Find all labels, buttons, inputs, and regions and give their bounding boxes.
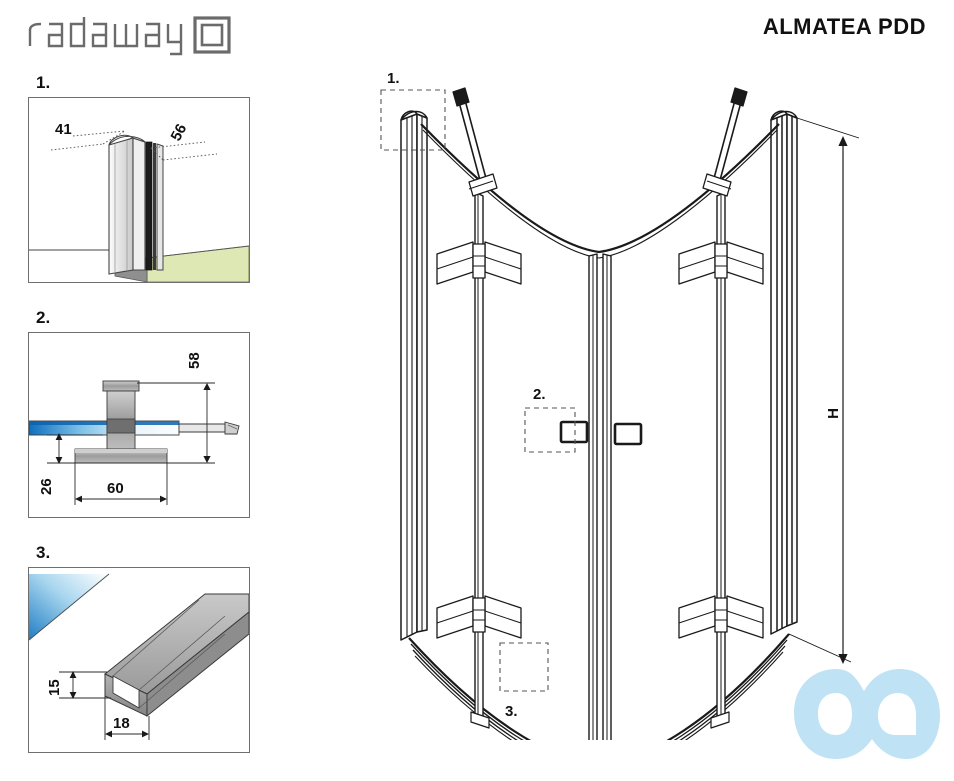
height-dimension-label: H xyxy=(824,408,842,419)
dimension-15: 15 xyxy=(46,679,63,696)
co-watermark-icon xyxy=(792,661,942,773)
dimension-18: 18 xyxy=(113,715,130,732)
callout-box-3 xyxy=(499,642,549,692)
callout-label-2: 2. xyxy=(533,386,546,403)
radaway-wordmark-icon xyxy=(28,16,231,56)
callout-label-1: 1. xyxy=(387,70,400,87)
detail-panel-2: 2. xyxy=(28,308,250,518)
dimension-41: 41 xyxy=(55,121,72,138)
door-handle-right xyxy=(613,422,643,446)
detail-panel-1: 1. xyxy=(28,73,250,283)
brand-logo xyxy=(20,12,260,56)
callout-box-1 xyxy=(380,89,446,151)
dimension-60: 60 xyxy=(107,480,124,497)
main-assembly-drawing: 1. 2. 3. H xyxy=(365,60,954,740)
detail-panel-1-label: 1. xyxy=(36,73,51,92)
page-title: ALMATEA PDD xyxy=(762,14,926,39)
detail-panel-2-frame: 58 26 60 xyxy=(28,332,250,518)
detail-panel-3-label: 3. xyxy=(36,543,51,562)
detail-panel-2-label: 2. xyxy=(36,308,51,327)
callout-label-3: 3. xyxy=(505,703,518,720)
dimension-26: 26 xyxy=(38,478,55,495)
square-logo-inner-icon xyxy=(200,23,224,47)
dimension-56: 56 xyxy=(168,121,191,144)
h-dimension-arrow-top xyxy=(838,136,848,146)
callout-box-2 xyxy=(524,407,576,453)
dimension-58: 58 xyxy=(186,352,203,369)
detail-panel-3-frame: 15 18 xyxy=(28,567,250,753)
detail-panel-3: 3. xyxy=(28,543,250,753)
h-dimension-arrow-bottom xyxy=(838,654,848,664)
door-handle-left xyxy=(559,420,589,444)
detail-panel-1-frame: 41 56 xyxy=(28,97,250,283)
square-logo-outer-icon xyxy=(193,16,231,54)
